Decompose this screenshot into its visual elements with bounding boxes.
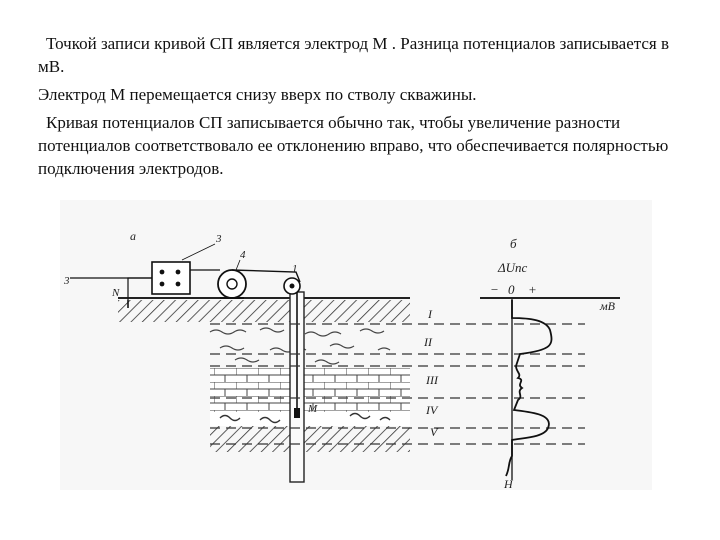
callout-1: 1	[292, 263, 298, 275]
recorder-box	[151, 261, 191, 295]
well-section: M N а 3 4 1	[63, 229, 410, 483]
paragraph-polarity: Кривая потенциалов СП записывается обычн…	[38, 113, 669, 178]
axis-unit: мВ	[599, 299, 616, 313]
ground-electrode-label: N	[111, 287, 120, 299]
layer-label-5: V	[430, 425, 439, 439]
layer-5-band	[210, 426, 410, 452]
sp-logging-diagram: M N а 3 4 1	[60, 200, 652, 490]
layer-1-band	[118, 300, 410, 322]
layer-label-1: I	[427, 307, 433, 321]
layer-label-3: III	[425, 373, 439, 387]
paragraph-electrode-movement: Электрод М перемещается снизу вверх по с…	[38, 85, 477, 104]
axis-zero: 0	[508, 282, 515, 297]
electrode-m	[294, 408, 300, 418]
text-block: Точкой записи кривой СП является электро…	[38, 32, 678, 185]
callout-4: 4	[240, 249, 246, 261]
sp-curve	[505, 300, 553, 477]
sp-logging-figure: M N а 3 4 1	[60, 200, 652, 490]
layer-3-band	[210, 368, 410, 412]
paragraph-recording-point: Точкой записи кривой СП является электро…	[38, 34, 670, 76]
panel-a-label: а	[130, 229, 136, 243]
layer-label-2: II	[423, 335, 433, 349]
callout-3-left: 3	[63, 275, 70, 287]
curve-quantity-label: ΔUпс	[497, 260, 528, 275]
panel-b-label: б	[510, 236, 517, 251]
sp-curve-panel: б ΔUпс − 0 + мВ I II III IV V H	[423, 236, 620, 490]
axis-minus: −	[490, 282, 499, 297]
layer-2-band	[209, 327, 391, 365]
callout-3-top: 3	[215, 233, 222, 245]
axis-plus: +	[528, 282, 537, 297]
layer-label-4: IV	[425, 403, 439, 417]
layer-4-band	[219, 412, 391, 424]
electrode-m-label: M	[307, 403, 318, 415]
depth-label: H	[503, 477, 514, 490]
